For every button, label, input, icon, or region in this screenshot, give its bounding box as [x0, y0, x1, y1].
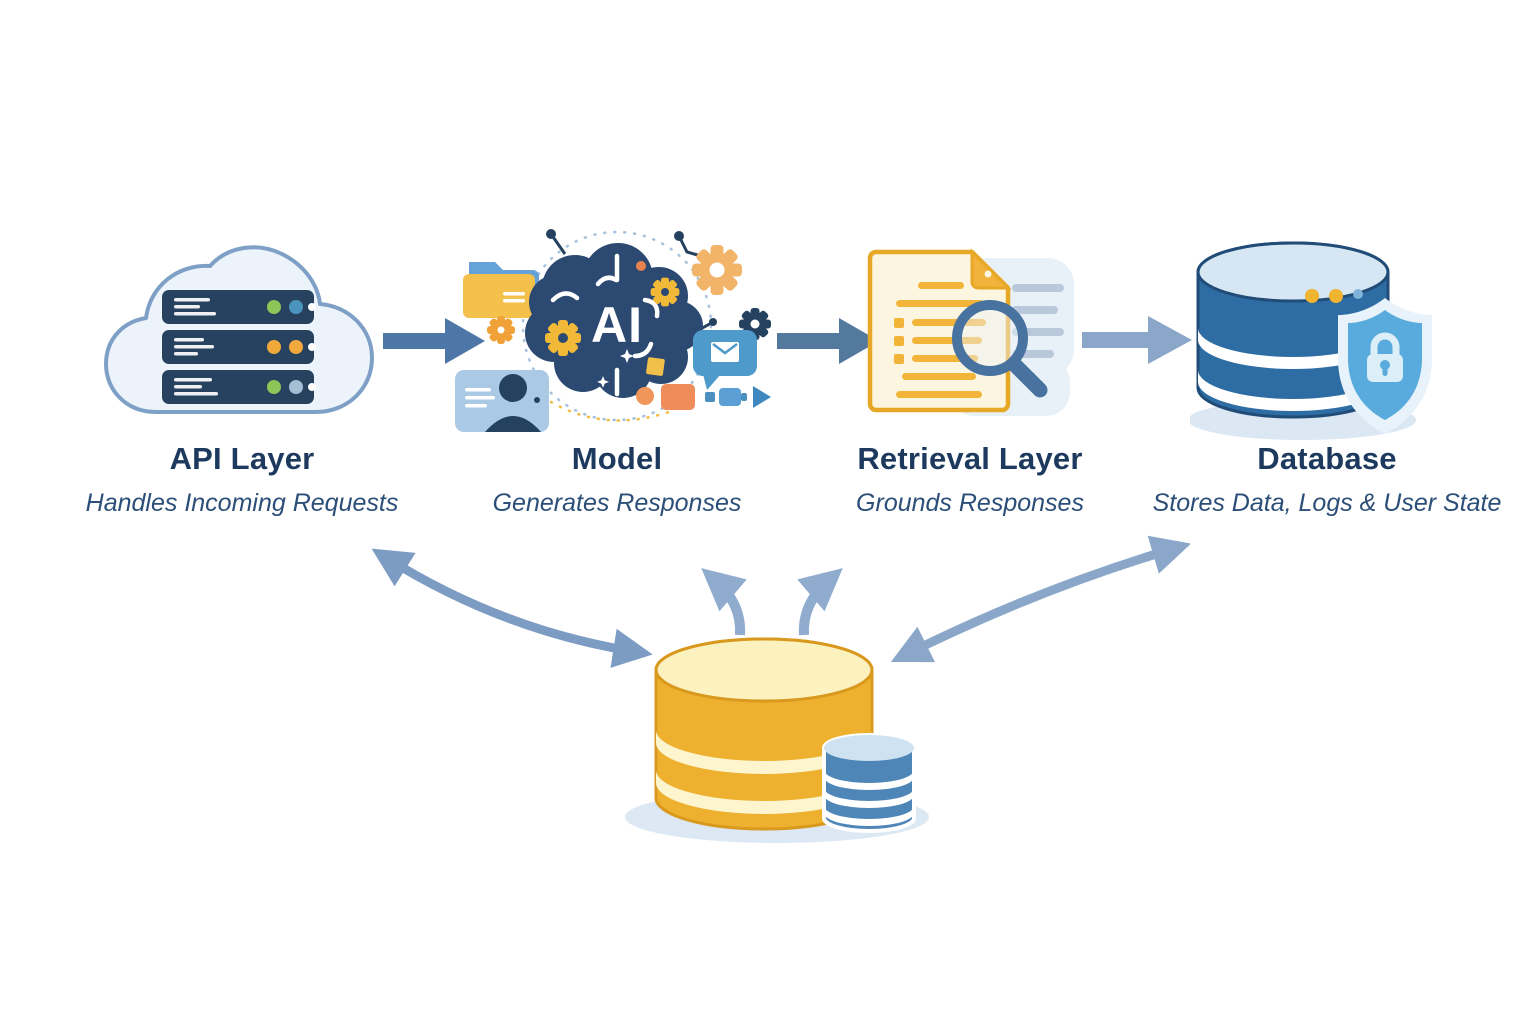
gear-icon-on-brain: [545, 320, 581, 356]
node-subtitle: Grounds Responses: [856, 489, 1084, 517]
sparkle-stars: [597, 349, 634, 388]
node-subtitle: Handles Incoming Requests: [85, 489, 399, 517]
cloud-server-icon: [88, 232, 388, 447]
document-fold: [970, 248, 1012, 290]
flow-arrow-api-to-model: [383, 312, 487, 370]
gold-database-cylinder: [654, 637, 874, 831]
shared-datastore-icon: [612, 565, 944, 865]
gear-icon-on-brain-2: [650, 277, 680, 307]
folder-icon: [463, 262, 539, 318]
gear-icon-small-orange: [487, 316, 515, 344]
retrieval-layer-label: Retrieval Layer Grounds Responses: [810, 441, 1130, 518]
database-label: Database Stores Data, Logs & User State: [1127, 441, 1527, 518]
server-rack-icon: [162, 290, 316, 404]
chat-envelope-icon: [693, 330, 757, 390]
ai-brain-icon: AI: [455, 226, 777, 438]
document-search-icon: [862, 240, 1087, 432]
magnifier-icon: [952, 300, 1048, 398]
node-subtitle: Generates Responses: [492, 489, 742, 517]
curved-arrow-hub-database: [890, 528, 1190, 673]
curved-arrow-api-hub: [355, 535, 665, 675]
dotted-arc-gold: [549, 400, 671, 422]
node-title: Retrieval Layer: [857, 441, 1083, 476]
dot-orange: [636, 261, 646, 271]
node-subtitle: Stores Data, Logs & User State: [1152, 489, 1502, 517]
node-title: API Layer: [169, 441, 315, 476]
ai-label: AI: [591, 297, 643, 353]
gear-icon-tan: [692, 245, 742, 295]
fold-dot: [984, 270, 992, 278]
flow-arrow-model-to-retrieval: [777, 312, 881, 370]
connector-icons: [636, 384, 771, 410]
user-chat-icon: [455, 370, 549, 432]
dotted-ring: [521, 230, 713, 422]
gear-icon-navy: [739, 308, 771, 340]
square-gold: [646, 357, 665, 376]
model-label: Model Generates Responses: [457, 441, 777, 518]
api-layer-label: API Layer Handles Incoming Requests: [82, 441, 402, 518]
outflow-arrows: [701, 568, 843, 636]
small-blue-database: [822, 733, 916, 833]
shield-lock-icon: [1338, 298, 1432, 434]
node-title: Model: [571, 441, 663, 476]
flow-arrow-retrieval-to-database: [1082, 310, 1194, 370]
node-title: Database: [1257, 441, 1397, 476]
database-shield-icon: [1190, 230, 1442, 442]
